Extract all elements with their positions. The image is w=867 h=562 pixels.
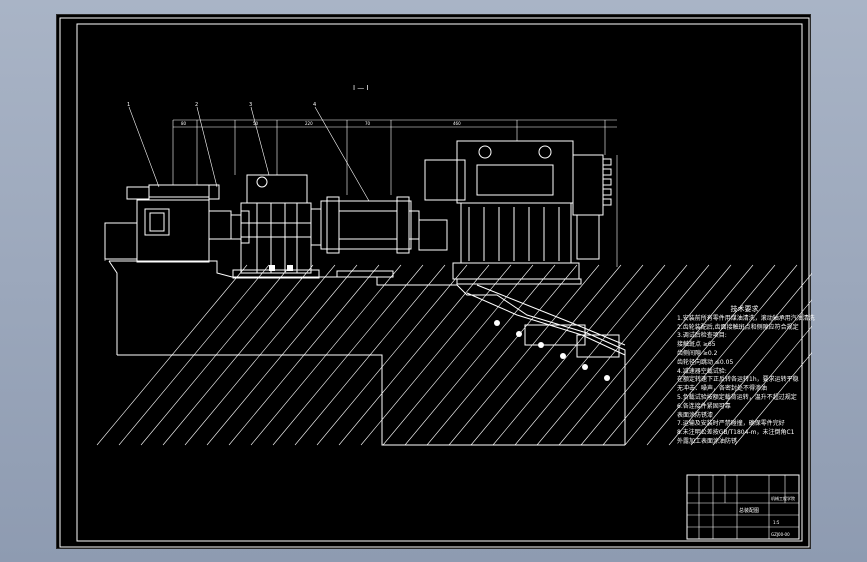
hatch-line (228, 264, 380, 446)
note-line: 3.调试后检查项目: (677, 332, 727, 340)
leader-3: 3 (249, 102, 252, 108)
chute-bolt (494, 320, 500, 326)
hatch-line (624, 264, 776, 446)
chute-bolt (516, 331, 522, 337)
hatch-line (118, 264, 270, 446)
transmission-drum (310, 196, 420, 278)
adjust-knob (602, 168, 612, 176)
hatch-line (558, 264, 710, 446)
hatch-line (140, 264, 292, 446)
leader-4: 4 (313, 102, 316, 108)
hatch-line (250, 264, 402, 446)
hatch-line (646, 264, 798, 446)
motor (104, 184, 232, 263)
adjust-knob (602, 178, 612, 186)
note-line: 4.减速器空载试验: (677, 367, 727, 375)
hatch-line (96, 264, 248, 446)
adjust-knob (602, 198, 612, 206)
hatch-line (492, 264, 644, 446)
hatch-line (514, 264, 666, 446)
inner-border (76, 23, 803, 542)
note-line: 无冲击、噪声，各密封处不得渗油 (677, 385, 768, 393)
notes-title: 技术要求 (730, 305, 759, 313)
dimensions (104, 106, 618, 267)
drawing-number: GZJ00-00 (771, 532, 790, 537)
chute-bolt (538, 342, 544, 348)
crusher-unit (418, 140, 612, 285)
chute-bolt (582, 364, 588, 370)
hatch-line (690, 299, 812, 446)
assembly-drawing: I — I (59, 17, 812, 548)
hatch-line (580, 264, 732, 446)
view-label: I — I (353, 84, 369, 92)
note-line: 在额定转速下正反转各运转1h，要求运转平稳 (677, 376, 799, 384)
hatch-line (470, 264, 622, 446)
hatch-line (360, 264, 512, 446)
chute-bolt (560, 353, 566, 359)
note-line: 8.未注明公差按GB/T1804-m，未注倒角C1 (677, 429, 795, 437)
scale: 1:5 (773, 520, 780, 525)
note-line: 1.安装前所有零件用煤油清洗，滚动轴承用汽油清洗 (677, 314, 815, 322)
hatch-line (426, 264, 578, 446)
hatch-line (382, 264, 534, 446)
hatch-line (316, 264, 468, 446)
adjust-knob (602, 188, 612, 196)
hatch-line (294, 264, 446, 446)
dim-5: 460 (453, 121, 461, 126)
dim-3: 220 (305, 121, 313, 126)
chute-bolt (604, 375, 610, 381)
drawing-sheet: I — I (56, 14, 815, 549)
hatch-line (206, 264, 358, 446)
leader-2: 2 (195, 102, 198, 108)
dim-2: 50 (253, 121, 259, 126)
hatch-line (668, 272, 812, 446)
note-line: 表面涂防锈漆 (677, 411, 714, 419)
note-line: 2.齿轮装配后,齿面接触斑点和侧隙应符合规定 (677, 323, 799, 331)
title-block (686, 474, 800, 540)
hatch-line (184, 264, 336, 446)
hatch-line (404, 264, 556, 446)
note-line: 5.负载试验按额定载荷运转，温升不超过规定 (677, 393, 797, 401)
note-line: 7.运输及安装时严禁碰撞，确保零件完好 (677, 420, 785, 428)
adjust-knob (602, 158, 612, 166)
hatch-line (448, 264, 600, 446)
hatch-line (734, 352, 812, 446)
dim-1: 80 (181, 121, 187, 126)
hatch-line (602, 264, 754, 446)
dim-4: 70 (365, 121, 371, 126)
foundation (96, 260, 812, 446)
hatch-line (712, 325, 812, 446)
note-line: 外露加工表面涂油防锈 (677, 437, 738, 445)
hatch-line (536, 264, 688, 446)
outer-border (59, 17, 810, 548)
hatch-line (162, 264, 314, 446)
school-name: 机械工程学院 (771, 495, 795, 501)
hatch-line (272, 264, 424, 446)
hatch-line (338, 264, 490, 446)
note-line: 6.各连接件紧固可靠 (677, 402, 731, 410)
note-line: 齿轮径向跳动 ≤0.05 (677, 358, 734, 366)
discharge-chute (466, 284, 626, 381)
drawing-title: 总装配图 (739, 507, 759, 514)
note-line: 接触斑点 ≥65 (677, 341, 716, 349)
coupling-1 (230, 210, 250, 244)
gearbox (232, 174, 320, 279)
note-line: 齿侧间隙 ≥0.2 (677, 349, 718, 357)
leader-1: 1 (127, 102, 130, 108)
